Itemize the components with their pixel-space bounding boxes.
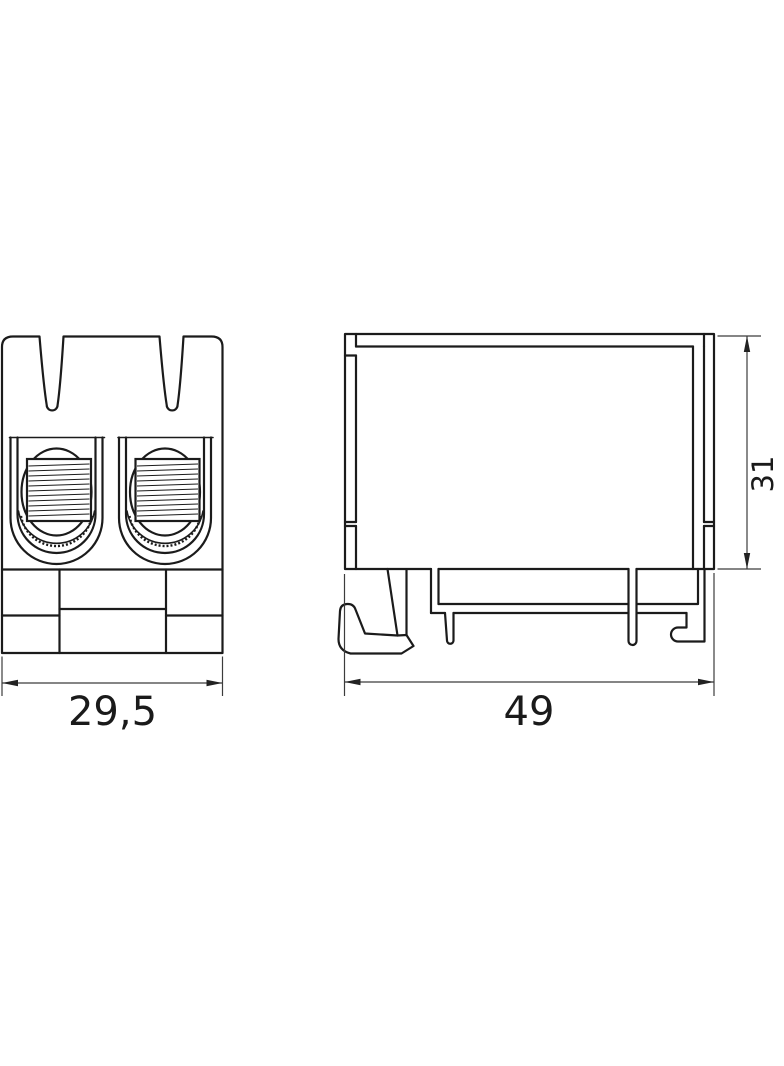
dimension-front-width: 29,5 <box>1 656 224 735</box>
extension-lines <box>1 656 224 696</box>
dimension-label-side-length: 49 <box>504 689 555 735</box>
dimension-label-front-width: 29,5 <box>68 689 157 735</box>
terminal-pocket-left <box>8 436 106 566</box>
extension-lines <box>717 335 761 570</box>
front-view <box>0 335 224 655</box>
dimension-label-side-height: 31 <box>746 456 780 493</box>
mounting-base-front <box>0 568 224 655</box>
dimension-side-length: 49 <box>343 573 715 735</box>
side-view <box>337 332 716 655</box>
mounting-prong-left <box>443 611 455 645</box>
arrowhead-left <box>2 679 18 687</box>
rail-clip-hook <box>337 602 415 655</box>
arrowhead-top <box>743 336 751 352</box>
rail-clip-arm <box>386 567 408 637</box>
arrowhead-right <box>206 679 223 687</box>
arrowhead-right <box>698 678 714 686</box>
terminal-pocket-right <box>116 436 215 566</box>
side-inner-lines <box>343 332 716 571</box>
din-rail-mount <box>337 567 706 655</box>
mounting-prong-right <box>627 567 638 647</box>
side-body-outline <box>343 332 716 571</box>
arrowhead-left <box>344 678 361 686</box>
dimension-side-height: 31 <box>717 335 780 570</box>
arrowhead-bottom <box>743 553 751 569</box>
rail-claw-right <box>669 567 706 643</box>
extension-lines <box>343 573 715 696</box>
front-body-outline <box>0 335 224 655</box>
